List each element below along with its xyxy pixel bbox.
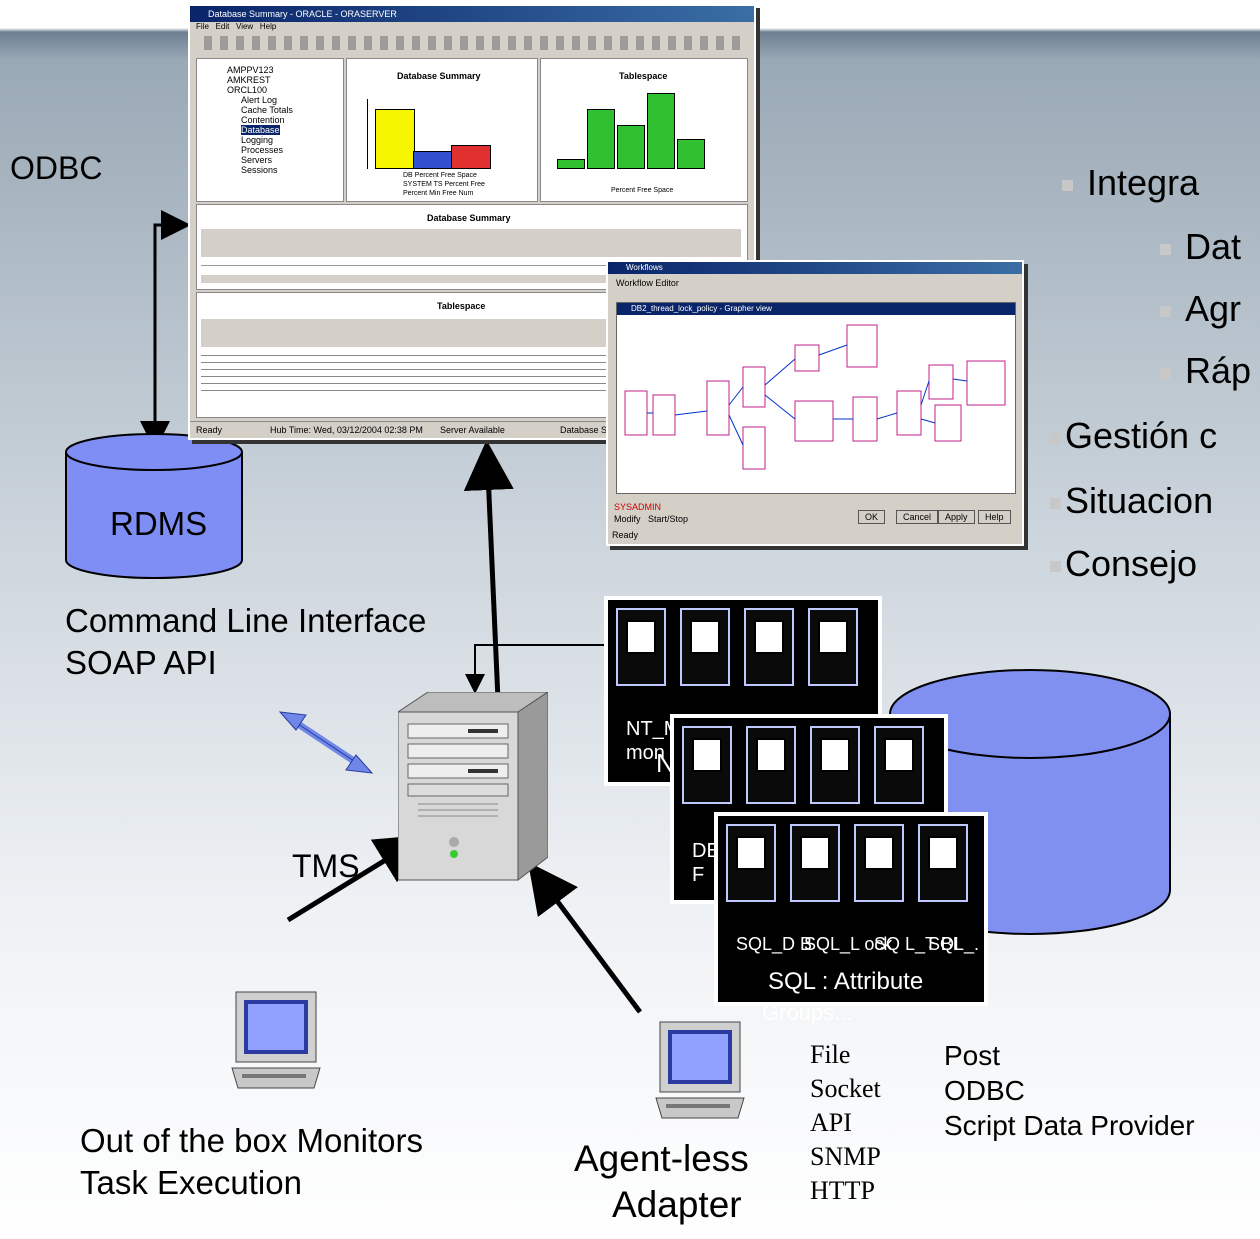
legend-item: Percent Free Space	[611, 187, 674, 194]
table-title: Database Summary	[427, 213, 511, 223]
protocol-snmp: SNMP	[810, 1142, 881, 1171]
tms-label: TMS	[292, 848, 360, 884]
bullet-4: Ráp	[1160, 350, 1251, 392]
adapter-label: Adapter	[612, 1184, 742, 1225]
legend-item: SYSTEM TS Percent Free	[403, 181, 485, 188]
table-title: Tablespace	[437, 301, 486, 311]
monitors-to-tms-arrow	[286, 834, 427, 923]
status-text: Database Sum	[560, 425, 620, 435]
db-window-titlebar[interactable]: Database Summary - ORACLE - ORASERVER	[190, 6, 754, 22]
rdms-label: RDMS	[110, 505, 208, 542]
db-window-toolbar[interactable]	[196, 36, 748, 50]
agent-label: SQ L_T BL	[874, 934, 963, 954]
agent-label: SQL_L ock	[804, 934, 893, 954]
protocol-file: File	[810, 1040, 851, 1069]
tree-item[interactable]: Servers	[241, 155, 273, 165]
bullet-6: Situacion	[1050, 480, 1213, 522]
tree-item[interactable]: AMKREST	[227, 75, 271, 85]
chart-title: Tablespace	[619, 71, 668, 81]
ok-button[interactable]: OK	[858, 510, 886, 524]
agent-caption-overflow: Groups...	[762, 1000, 853, 1025]
tree-item[interactable]: Alert Log	[241, 95, 278, 105]
legend-item: Percent Min Free Num	[403, 190, 474, 197]
grapher-view[interactable]: DB2_thread_lock_policy - Grapher view	[616, 302, 1016, 494]
protocol-http: HTTP	[810, 1176, 875, 1205]
provider-list: Post ODBC Script Data Provider	[944, 1038, 1195, 1143]
bullet-3: Agr	[1160, 288, 1241, 330]
bullet-2: Dat	[1160, 226, 1241, 268]
provider-post: Post	[944, 1040, 1001, 1071]
tree-item[interactable]: Logging	[241, 135, 274, 145]
protocol-api: API	[810, 1108, 852, 1137]
db-summary-chart: Database Summary DB Percent Free Space S…	[346, 58, 538, 202]
tree-item[interactable]: Processes	[241, 145, 284, 155]
status-text: Ready	[196, 425, 223, 435]
odbc-connector	[153, 210, 191, 438]
workflow-titlebar[interactable]: Workflows	[608, 262, 1022, 274]
workflow-window[interactable]: Workflows Workflow Editor DB2_thread_loc…	[606, 260, 1024, 546]
workflow-user: SYSADMIN	[614, 502, 662, 512]
agent-caption: SQL : Attribute	[768, 968, 924, 995]
workflow-graph	[624, 324, 1006, 470]
protocol-socket: Socket	[810, 1074, 881, 1103]
database-summary-window[interactable]: Database Summary - ORACLE - ORASERVER Fi…	[188, 4, 756, 440]
navigator-tree[interactable]: AMPPV123 AMKREST ORCL100 Alert Log Cache…	[196, 58, 344, 202]
status-text: Server Available	[440, 425, 505, 435]
agent-label: mon	[626, 742, 665, 764]
tree-item[interactable]: Cache Totals	[241, 105, 293, 115]
odbc-label: ODBC	[10, 150, 103, 186]
tree-item-selected[interactable]: Database	[241, 125, 280, 135]
cli-label: Command Line Interface	[65, 602, 427, 639]
grapher-title: DB2_thread_lock_policy - Grapher view	[617, 303, 1015, 315]
bullet-1: Integra	[1062, 162, 1199, 204]
agent-label: N	[656, 748, 675, 778]
chart-bar	[451, 145, 491, 169]
tree-item[interactable]: ORCL100	[227, 85, 268, 95]
tree-item[interactable]: Contention	[241, 115, 285, 125]
monitor-computer-icon	[231, 991, 321, 1089]
soap-api-label: SOAP API	[65, 644, 217, 681]
workflow-status: Ready	[612, 530, 639, 540]
agent-label: DE	[692, 840, 720, 862]
agentless-label: Agent-less	[574, 1138, 749, 1179]
task-execution-label: Task Execution	[80, 1164, 302, 1201]
tms-to-window-arrow	[463, 440, 514, 701]
cancel-button[interactable]: Cancel	[896, 510, 939, 524]
agent-label: SQL_D B	[736, 934, 813, 954]
tree-item[interactable]: Sessions	[241, 165, 278, 175]
rdms-cylinder	[65, 433, 243, 579]
apply-button[interactable]: Apply	[938, 510, 975, 524]
chart-title: Database Summary	[397, 71, 481, 81]
help-button[interactable]: Help	[978, 510, 1011, 524]
bullet-5: Gestión c	[1050, 415, 1217, 457]
tms-server-icon	[398, 692, 548, 882]
tablespace-chart: Tablespace Percent Free Space	[540, 58, 748, 202]
legend-item: DB Percent Free Space	[403, 172, 477, 179]
adapter-computer-icon	[655, 1021, 745, 1119]
startstop-checkbox[interactable]: Start/Stop	[648, 514, 689, 524]
db-window-menubar[interactable]: File Edit View Help	[196, 22, 277, 31]
adapter-to-tms-arrow	[528, 861, 643, 1014]
cli-double-arrow	[278, 711, 374, 774]
status-text: Hub Time: Wed, 03/12/2004 02:38 PM	[270, 425, 423, 435]
workflow-editor-menu[interactable]: Workflow Editor	[616, 278, 679, 288]
modify-checkbox[interactable]: Modify	[614, 514, 641, 524]
agent-stack-front: SQL_D B SQL_L ock SQ L_T BL SQL_. SQL : …	[714, 812, 988, 1006]
provider-odbc: ODBC	[944, 1075, 1025, 1106]
protocol-list: File Socket API SNMP HTTP	[810, 1038, 881, 1208]
agent-label: NT_M	[626, 718, 681, 740]
monitors-label: Out of the box Monitors	[80, 1122, 424, 1159]
agents-to-tms-line	[465, 644, 610, 694]
bullet-7: Consejo	[1050, 543, 1197, 585]
chart-bar	[413, 151, 453, 169]
agent-label: SQL_.	[928, 934, 980, 954]
chart-bar	[375, 109, 415, 169]
tree-item[interactable]: AMPPV123	[227, 65, 274, 75]
agent-label: F	[692, 864, 705, 886]
provider-script: Script Data Provider	[944, 1110, 1195, 1141]
